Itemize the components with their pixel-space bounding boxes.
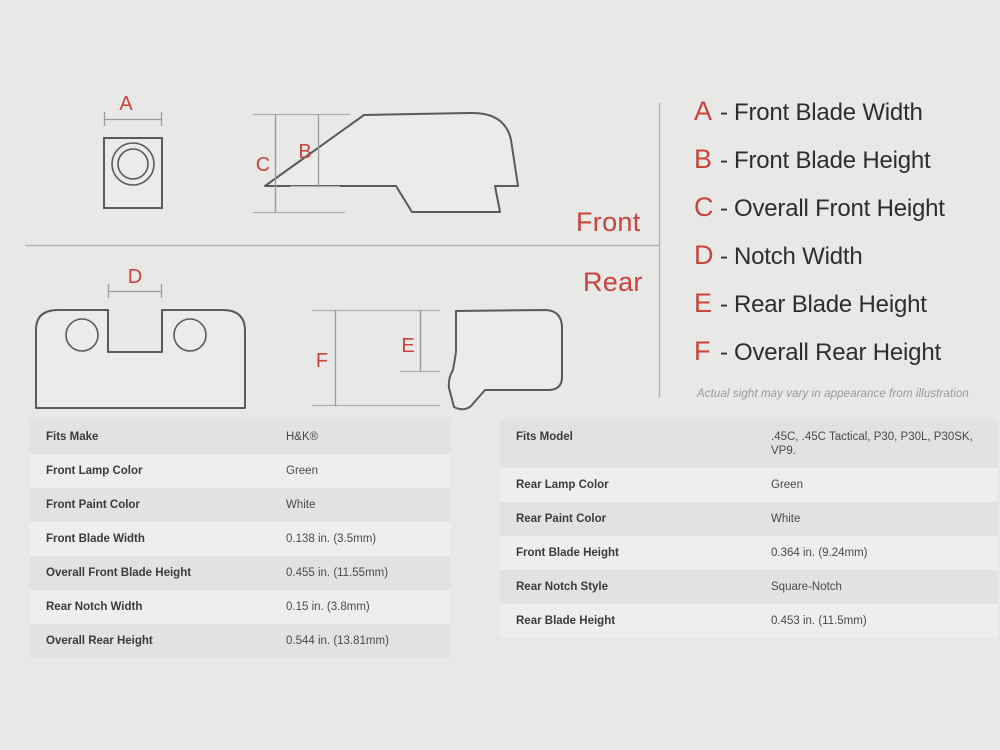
legend-letter-c: C: [694, 192, 714, 222]
spec-value: 0.455 in. (11.55mm): [286, 556, 450, 590]
dimension-f-group: [312, 309, 440, 407]
table-row: Front Blade Height 0.364 in. (9.24mm): [500, 536, 998, 570]
legend-text-e: Rear Blade Height: [734, 291, 927, 318]
front-lamp-outer-ring: [111, 142, 155, 186]
legend-text-d: Notch Width: [734, 243, 863, 270]
spec-value: Green: [286, 454, 450, 488]
illustration-disclaimer: Actual sight may vary in appearance from…: [697, 388, 969, 400]
dimension-a-group: [103, 112, 163, 126]
legend-letter-d: D: [694, 240, 714, 270]
front-view-label: Front: [576, 207, 641, 237]
front-lamp-inner-ring: [117, 148, 149, 180]
spec-key: Overall Rear Height: [30, 624, 286, 658]
spec-key: Front Blade Height: [500, 536, 771, 570]
table-row: Rear Lamp Color Green: [500, 468, 998, 502]
spec-value: 0.138 in. (3.5mm): [286, 522, 450, 556]
legend-text-a: Front Blade Width: [734, 99, 923, 126]
rear-lamp-right: [173, 318, 207, 352]
legend-letter-b: B: [694, 144, 713, 174]
legend-item-e: E - Rear Blade Height: [694, 288, 994, 336]
legend-dash-f: -: [720, 339, 728, 366]
dimension-d-group: [107, 284, 163, 298]
spec-value: White: [771, 502, 998, 536]
dimension-e-label: E: [401, 335, 414, 357]
rear-spec-table: Fits Model .45C, .45C Tactical, P30, P30…: [500, 420, 998, 638]
table-row: Fits Model .45C, .45C Tactical, P30, P30…: [500, 420, 998, 468]
table-row: Rear Notch Style Square-Notch: [500, 570, 998, 604]
sight-diagram-svg: A C B: [25, 93, 661, 411]
legend-letter-e: E: [694, 288, 713, 318]
legend-item-c: C - Overall Front Height: [694, 192, 994, 240]
dimension-a-label: A: [119, 93, 133, 115]
table-row: Front Lamp Color Green: [30, 454, 450, 488]
spec-value: Green: [771, 468, 998, 502]
table-row: Overall Rear Height 0.544 in. (13.81mm): [30, 624, 450, 658]
legend-text-c: Overall Front Height: [734, 195, 945, 222]
table-row: Front Blade Width 0.138 in. (3.5mm): [30, 522, 450, 556]
rear-view-label: Rear: [583, 267, 643, 297]
spec-key: Rear Blade Height: [500, 604, 771, 638]
rear-sight-side-profile: [447, 309, 563, 411]
legend-item-a: A - Front Blade Width: [694, 96, 994, 144]
front-spec-table: Fits Make H&K® Front Lamp Color Green Fr…: [30, 420, 450, 658]
front-profile-outline: [264, 111, 519, 213]
dimension-d-label: D: [128, 266, 142, 288]
spec-key: Front Blade Width: [30, 522, 286, 556]
legend-item-b: B - Front Blade Height: [694, 144, 994, 192]
spec-key: Overall Front Blade Height: [30, 556, 286, 590]
spec-value: 0.544 in. (13.81mm): [286, 624, 450, 658]
dimension-f-label: F: [316, 350, 328, 372]
dimension-b-group: [290, 114, 340, 188]
table-row: Overall Front Blade Height 0.455 in. (11…: [30, 556, 450, 590]
spec-value: 0.364 in. (9.24mm): [771, 536, 998, 570]
legend-text-b: Front Blade Height: [734, 147, 931, 174]
spec-key: Fits Make: [30, 420, 286, 454]
spec-key: Front Paint Color: [30, 488, 286, 522]
spec-key: Rear Lamp Color: [500, 468, 771, 502]
legend-dash-d: -: [720, 243, 728, 270]
table-row: Rear Notch Width 0.15 in. (3.8mm): [30, 590, 450, 624]
legend: A - Front Blade Width B - Front Blade He…: [694, 96, 994, 384]
dimension-e-group: [400, 310, 440, 373]
legend-text-f: Overall Rear Height: [734, 339, 941, 366]
legend-dash-c: -: [720, 195, 728, 222]
front-sight-front-view: [103, 137, 163, 209]
spec-key: Rear Paint Color: [500, 502, 771, 536]
rear-lamp-left: [65, 318, 99, 352]
legend-dash-e: -: [720, 291, 728, 318]
spec-value: .45C, .45C Tactical, P30, P30L, P30SK, V…: [771, 420, 998, 468]
legend-letter-a: A: [694, 96, 713, 126]
spec-value: 0.453 in. (11.5mm): [771, 604, 998, 638]
spec-value: Square-Notch: [771, 570, 998, 604]
spec-key: Rear Notch Style: [500, 570, 771, 604]
rear-profile-outline: [447, 309, 563, 411]
front-sight-side-profile: [264, 111, 519, 213]
legend-dash-b: -: [720, 147, 728, 174]
dimension-c-label: C: [256, 154, 270, 176]
legend-item-f: F - Overall Rear Height: [694, 336, 994, 384]
spec-value: 0.15 in. (3.8mm): [286, 590, 450, 624]
spec-key: Front Lamp Color: [30, 454, 286, 488]
rear-sight-front-view: [35, 309, 246, 409]
dimension-c-group: [253, 113, 350, 214]
legend-dash-a: -: [720, 99, 728, 126]
table-row: Fits Make H&K®: [30, 420, 450, 454]
table-row: Rear Blade Height 0.453 in. (11.5mm): [500, 604, 998, 638]
dimension-b-label: B: [298, 141, 311, 163]
spec-tables: Fits Make H&K® Front Lamp Color Green Fr…: [0, 420, 1000, 670]
rear-blade-outline: [35, 309, 246, 409]
legend-letter-f: F: [694, 336, 711, 366]
spec-value: H&K®: [286, 420, 450, 454]
sight-diagram-area: A C B: [25, 93, 994, 411]
legend-item-d: D - Notch Width: [694, 240, 994, 288]
spec-value: White: [286, 488, 450, 522]
spec-key: Fits Model: [500, 420, 771, 468]
table-row: Rear Paint Color White: [500, 502, 998, 536]
table-row: Front Paint Color White: [30, 488, 450, 522]
spec-key: Rear Notch Width: [30, 590, 286, 624]
